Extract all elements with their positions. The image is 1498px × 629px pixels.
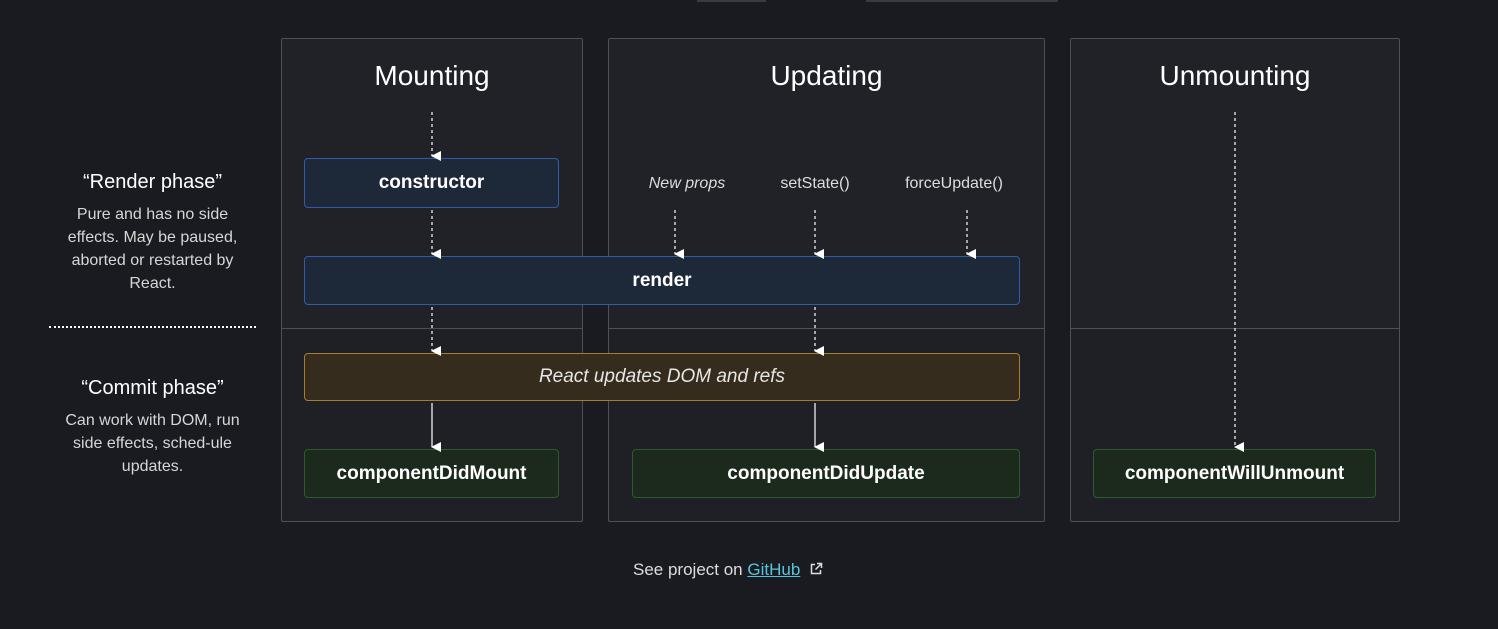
render-phase-description: Pure and has no side effects. May be pau…	[67, 206, 238, 292]
unmounting-title: Unmounting	[1159, 60, 1311, 91]
footer-prefix: See project on	[633, 560, 748, 579]
footer: See project on GitHub	[633, 560, 823, 581]
mounting-title: Mounting	[374, 60, 490, 91]
render-box[interactable]: render	[304, 256, 1020, 305]
trigger-new-props: New props	[648, 175, 726, 192]
commit-phase-description: Can work with DOM, run side effects, sch…	[65, 412, 240, 475]
phase-separator	[49, 326, 256, 328]
component-did-update-box[interactable]: componentDidUpdate	[632, 449, 1020, 498]
trigger-force-update: forceUpdate()	[905, 175, 1003, 192]
github-link[interactable]: GitHub	[747, 560, 801, 579]
external-link-icon[interactable]	[809, 561, 823, 581]
component-will-unmount-box[interactable]: componentWillUnmount	[1093, 449, 1376, 498]
render-phase-title: “Render phase”	[83, 171, 222, 193]
trigger-set-state: setState()	[780, 175, 850, 192]
updating-title: Updating	[770, 60, 883, 91]
commit-phase-title: “Commit phase”	[81, 377, 224, 399]
react-updates-box: React updates DOM and refs	[304, 353, 1020, 401]
constructor-box[interactable]: constructor	[304, 158, 559, 208]
component-did-mount-box[interactable]: componentDidMount	[304, 449, 559, 498]
top-bar-remnant-right	[866, 0, 1058, 2]
top-bar-remnant-left	[697, 0, 766, 2]
